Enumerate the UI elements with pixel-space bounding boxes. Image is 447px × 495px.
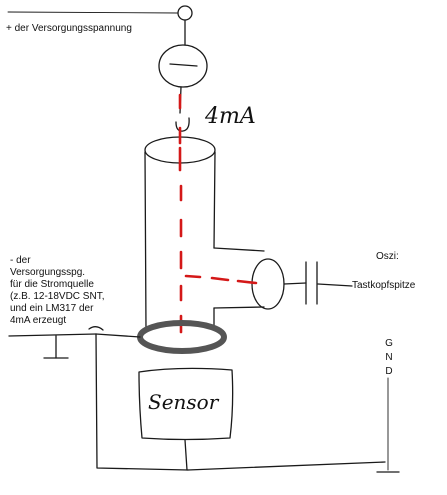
supply-wire-top xyxy=(7,11,179,14)
supply-wire-minus xyxy=(8,326,189,471)
label-probe-tip: Tastkopfspitze xyxy=(352,280,416,291)
label-gnd-letter: G xyxy=(385,338,393,349)
label-supply-minus-line: und ein LM317 der xyxy=(10,303,94,314)
label-supply-plus: + der Versorgungsspannung xyxy=(6,23,132,34)
current-path xyxy=(178,93,258,334)
label-gnd-letter: N xyxy=(385,352,393,363)
label-supply-minus-line: 4mA erzeugt xyxy=(10,315,67,326)
label-oszi: Oszi: xyxy=(376,251,399,262)
label-gnd: G N D xyxy=(384,337,394,379)
label-supply-minus-line: für die Stromquelle xyxy=(10,279,94,290)
label-sensor: Sensor xyxy=(148,390,219,414)
sensor-box xyxy=(138,367,234,441)
probe-wire xyxy=(283,282,353,287)
label-supply-minus: - der Versorgungsspg. für die Stromquell… xyxy=(10,255,104,327)
label-supply-minus-line: (z.B. 12-18VDC SNT, xyxy=(10,291,105,302)
terminal-circle-icon xyxy=(177,5,193,21)
current-arrow-icon xyxy=(175,117,190,132)
label-supply-minus-line: Versorgungsspg. xyxy=(10,267,86,278)
label-current: 4mA xyxy=(205,104,256,129)
ground-icon xyxy=(376,377,400,473)
wire-sensor-ground xyxy=(184,439,386,471)
capacitor-icon xyxy=(305,261,318,305)
label-gnd-letter: D xyxy=(385,366,393,377)
label-supply-minus-line: - der xyxy=(10,255,31,266)
current-source-icon xyxy=(158,44,208,88)
